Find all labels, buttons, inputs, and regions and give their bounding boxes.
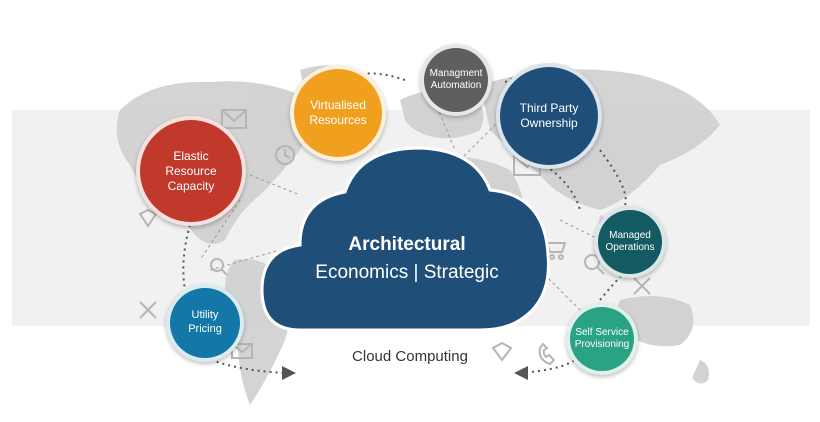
tools-icon — [139, 301, 157, 319]
cloud-label: Architectural Economics | Strategic — [282, 234, 532, 284]
node-utility-label: Utility Pricing — [188, 309, 222, 335]
phone-icon — [538, 342, 556, 366]
clock-icon — [275, 145, 295, 165]
node-selfservice-label: Self Service Provisioning — [574, 326, 630, 351]
node-utility-pricing: Utility Pricing — [166, 284, 244, 362]
node-thirdparty-label: Third Party Ownership — [519, 101, 579, 130]
node-virtualised-label: Virtualised Resources — [309, 98, 367, 127]
node-managed-label: Managed Operations — [605, 229, 655, 254]
node-elastic-label: Elastic Resource Capacity — [165, 148, 217, 193]
node-third-party-ownership: Third Party Ownership — [496, 63, 602, 169]
node-managed-operations: Managed Operations — [594, 206, 666, 278]
arrow-left-icon — [514, 366, 528, 380]
node-virtualised-resources: Virtualised Resources — [290, 65, 386, 161]
cloud-title: Architectural — [348, 234, 466, 255]
node-managment-automation: Managment Automation — [420, 44, 492, 116]
node-elastic-resource-capacity: Elastic Resource Capacity — [136, 116, 246, 226]
diamond-icon — [491, 341, 513, 362]
cloud-subtitle: Economics | Strategic — [315, 262, 499, 283]
node-self-service-provisioning: Self Service Provisioning — [566, 303, 638, 375]
central-cloud — [260, 146, 550, 332]
search-icon — [210, 258, 228, 276]
search-icon — [584, 254, 605, 275]
node-managment-label: Managment Automation — [429, 67, 483, 92]
diamond-icon — [138, 208, 158, 228]
arrow-right-icon — [282, 366, 296, 380]
tools-icon — [633, 277, 651, 295]
envelope-icon — [221, 109, 247, 129]
caption-cloud-computing: Cloud Computing — [352, 348, 468, 365]
